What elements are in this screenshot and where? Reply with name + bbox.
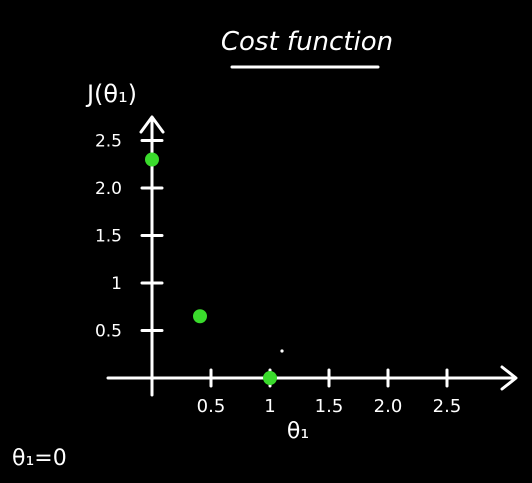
theta-annotation: θ₁=0 — [12, 446, 67, 471]
y-tick-label: 1.5 — [95, 227, 122, 247]
data-point — [263, 371, 277, 385]
x-tick-label: 1 — [264, 396, 275, 417]
data-points — [145, 152, 277, 385]
x-axis-label: θ₁ — [287, 419, 309, 444]
chalk-dot — [280, 349, 284, 353]
x-tick-label: 2.5 — [433, 396, 462, 417]
x-tick-label: 2.0 — [374, 396, 403, 417]
y-axis-arrowhead — [139, 115, 165, 134]
data-point — [193, 309, 207, 324]
y-tick-label: 2.5 — [95, 132, 122, 152]
y-axis-label: J(θ₁) — [85, 80, 137, 108]
y-ticks: 0.5 1 1.5 2.0 2.5 — [95, 132, 164, 342]
x-tick-label: 0.5 — [197, 396, 226, 417]
x-tick-label: 1.5 — [315, 396, 344, 417]
y-tick-label: 0.5 — [95, 322, 122, 342]
y-tick-label: 2.0 — [95, 179, 122, 199]
chart-title: Cost function — [221, 27, 393, 57]
data-point — [145, 152, 159, 167]
y-tick-label: 1 — [111, 274, 122, 294]
x-axis-arrowhead — [500, 365, 518, 391]
